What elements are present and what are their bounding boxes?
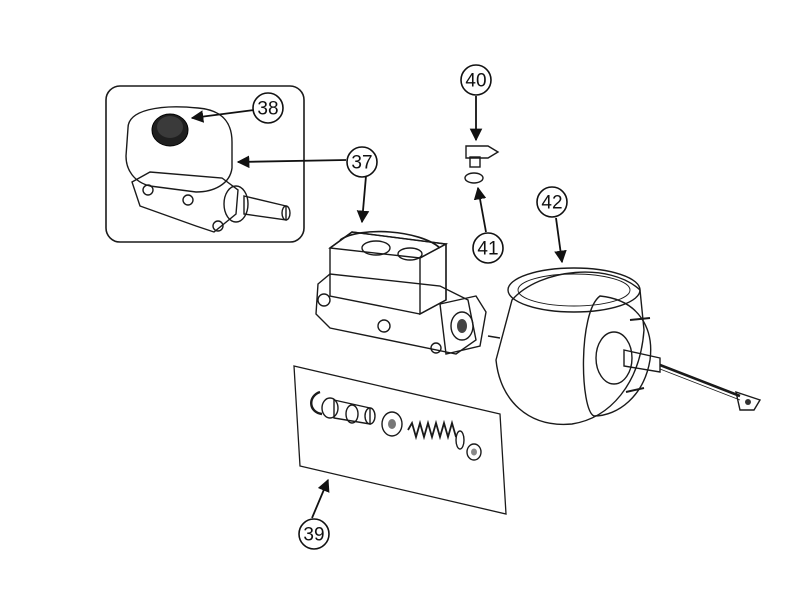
leader-42 (554, 217, 567, 264)
leader-37-inset (236, 155, 347, 169)
grommet-seal (464, 172, 484, 184)
leader-38 (190, 109, 255, 123)
leader-lines (190, 96, 567, 519)
brake-line-fitting (465, 145, 500, 168)
callout-37-label: 37 (351, 153, 372, 174)
leader-37 (356, 175, 370, 224)
callout-40-label: 40 (465, 71, 486, 92)
callout-38: 38 (252, 92, 284, 124)
callout-41-label: 41 (477, 239, 498, 260)
callout-39-label: 39 (303, 525, 324, 546)
callout-40: 40 (460, 64, 492, 96)
master-cylinder (315, 230, 487, 355)
inset-master-cylinder-plastic-reservoir (105, 85, 305, 243)
callout-41: 41 (472, 232, 504, 264)
callout-42: 42 (536, 186, 568, 218)
callout-37: 37 (346, 146, 378, 178)
callout-39: 39 (298, 518, 330, 550)
callout-38-label: 38 (257, 99, 278, 120)
callout-42-label: 42 (541, 193, 562, 214)
rebuild-kit-panel (293, 365, 507, 515)
reservoir-cap-icon (151, 113, 189, 147)
power-brake-booster (487, 267, 762, 426)
leader-41 (473, 186, 487, 233)
leader-39 (311, 478, 330, 519)
